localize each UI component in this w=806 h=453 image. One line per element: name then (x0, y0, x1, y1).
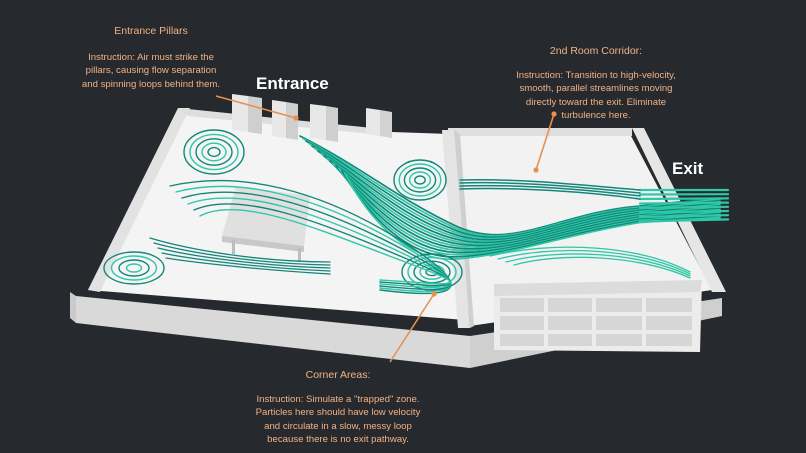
annotation-line: Instruction: Transition to high-velocity… (496, 69, 696, 83)
annotation-title: Entrance Pillars (64, 25, 238, 39)
annotation-line: and spinning loops behind them. (64, 78, 238, 92)
wall-back-right (448, 128, 632, 136)
annotation-entrance-pillars: Entrance Pillars Instruction: Air must s… (64, 25, 238, 91)
streamline-exit (640, 207, 728, 208)
outer-wall-left (70, 292, 76, 323)
streamline-exit (640, 198, 728, 199)
annotation-line: Instruction: Simulate a "trapped" zone. (238, 393, 438, 407)
annotation-title: Corner Areas: (238, 369, 438, 383)
shelf-unit (494, 280, 702, 352)
annotation-line: smooth, parallel streamlines moving (496, 82, 696, 96)
annotation-line: directly toward the exit. Eliminate (496, 96, 696, 110)
streamline-exit (640, 211, 728, 213)
annotation-title: 2nd Room Corridor: (496, 45, 696, 59)
annotation-corner-areas: Corner Areas: Instruction: Simulate a "t… (238, 369, 438, 447)
exit-label: Exit (672, 159, 703, 179)
streamline-exit (640, 203, 728, 204)
annotation-line: and circulate in a slow, messy loop (238, 420, 438, 434)
annotation-line: Instruction: Air must strike the (64, 51, 238, 65)
entrance-label: Entrance (256, 74, 329, 94)
annotation-line: pillars, causing flow separation (64, 64, 238, 78)
annotation-line: because there is no exit pathway. (238, 433, 438, 447)
annotation-room2-corridor: 2nd Room Corridor: Instruction: Transiti… (496, 45, 696, 123)
annotation-line: turbulence here. (496, 109, 696, 123)
annotation-line: Particles here should have low velocity (238, 406, 438, 420)
